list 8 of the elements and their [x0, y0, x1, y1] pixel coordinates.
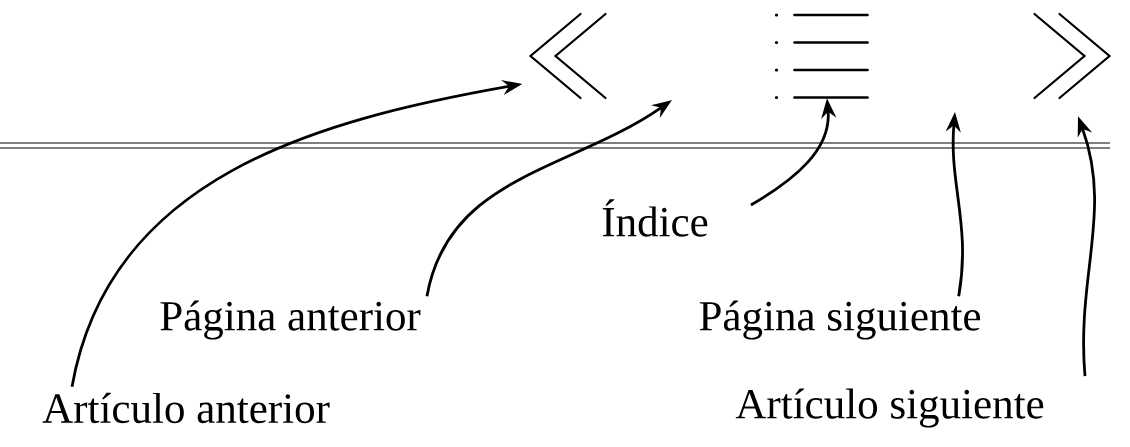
caption-label: Artículo siguiente — [735, 388, 1044, 428]
chevron-icon — [1033, 12, 1112, 100]
caption-label: Página siguiente — [699, 300, 981, 340]
index-icon — [774, 13, 869, 100]
caption-label: Artículo anterior — [42, 392, 330, 424]
caption-label: Índice — [602, 199, 708, 237]
caption-label: Página anterior — [160, 300, 421, 340]
chevron-icon — [528, 12, 607, 100]
